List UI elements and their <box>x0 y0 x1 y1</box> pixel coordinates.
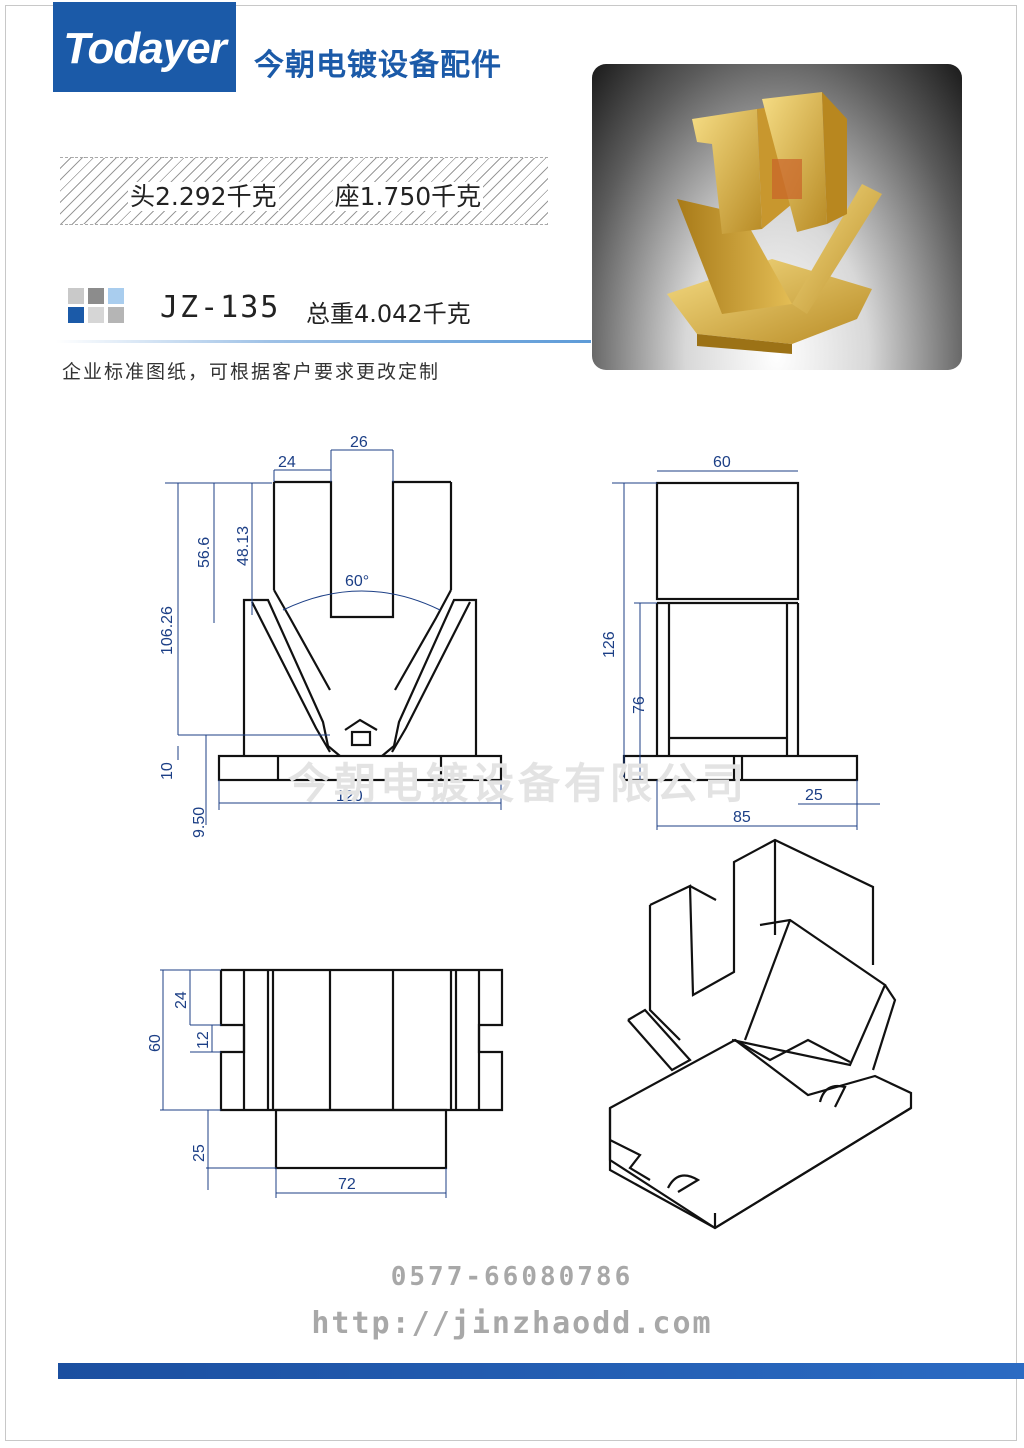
product-photo <box>592 64 962 370</box>
separator-line <box>56 340 591 343</box>
dim-side-25: 25 <box>805 787 823 804</box>
model-number: JZ-135 <box>160 290 281 325</box>
dim-side-76: 76 <box>631 696 648 714</box>
dim-top-25: 25 <box>191 1144 208 1162</box>
dim-front-48-13: 48.13 <box>235 526 252 566</box>
color-square <box>88 288 104 304</box>
dim-front-angle: 60° <box>345 573 369 590</box>
drawing-note: 企业标准图纸，可根据客户要求更改定制 <box>62 361 441 383</box>
dim-side-85: 85 <box>733 809 751 826</box>
color-square <box>68 288 84 304</box>
top-view <box>219 968 504 1170</box>
front-view <box>217 480 503 782</box>
dim-side-60: 60 <box>713 454 731 471</box>
color-square <box>108 288 124 304</box>
dimension-lines <box>160 449 880 1198</box>
watermark-text: 今朝电镀设备有限公司 <box>288 759 748 808</box>
dim-front-24: 24 <box>278 454 296 471</box>
color-square <box>88 307 104 323</box>
dim-front-120: 120 <box>336 788 363 805</box>
product-render <box>667 92 882 354</box>
page-border <box>5 5 1017 1441</box>
head-weight: 头2.292千克 <box>128 182 279 211</box>
contact-url[interactable]: http://jinzhaodd.com <box>311 1306 713 1341</box>
seat-weight: 座1.750千克 <box>332 182 484 211</box>
dim-front-106-26: 106.26 <box>159 606 176 655</box>
isometric-view <box>608 838 913 1230</box>
dim-front-10: 10 <box>159 762 176 780</box>
logo-text: Todayer <box>63 24 227 73</box>
footer-bar <box>58 1363 1024 1379</box>
dim-front-9-50: 9.50 <box>191 807 208 838</box>
color-square <box>108 307 124 323</box>
brand-name: 今朝电镀设备配件 <box>254 48 502 83</box>
weights-row: 头2.292千克 座1.750千克 <box>128 177 484 213</box>
dim-front-56-6: 56.6 <box>196 537 213 568</box>
dim-top-24: 24 <box>173 991 190 1009</box>
contact-phone: 0577-66080786 <box>390 1262 634 1292</box>
dim-top-72: 72 <box>338 1176 356 1193</box>
dim-side-126: 126 <box>601 631 618 658</box>
dim-top-60: 60 <box>147 1034 164 1052</box>
brand-logo: Todayer <box>53 2 236 92</box>
dim-top-12: 12 <box>195 1031 212 1049</box>
total-weight: 总重4.042千克 <box>306 300 471 328</box>
color-square <box>68 307 84 323</box>
dim-front-26: 26 <box>350 434 368 451</box>
side-view <box>622 481 859 782</box>
